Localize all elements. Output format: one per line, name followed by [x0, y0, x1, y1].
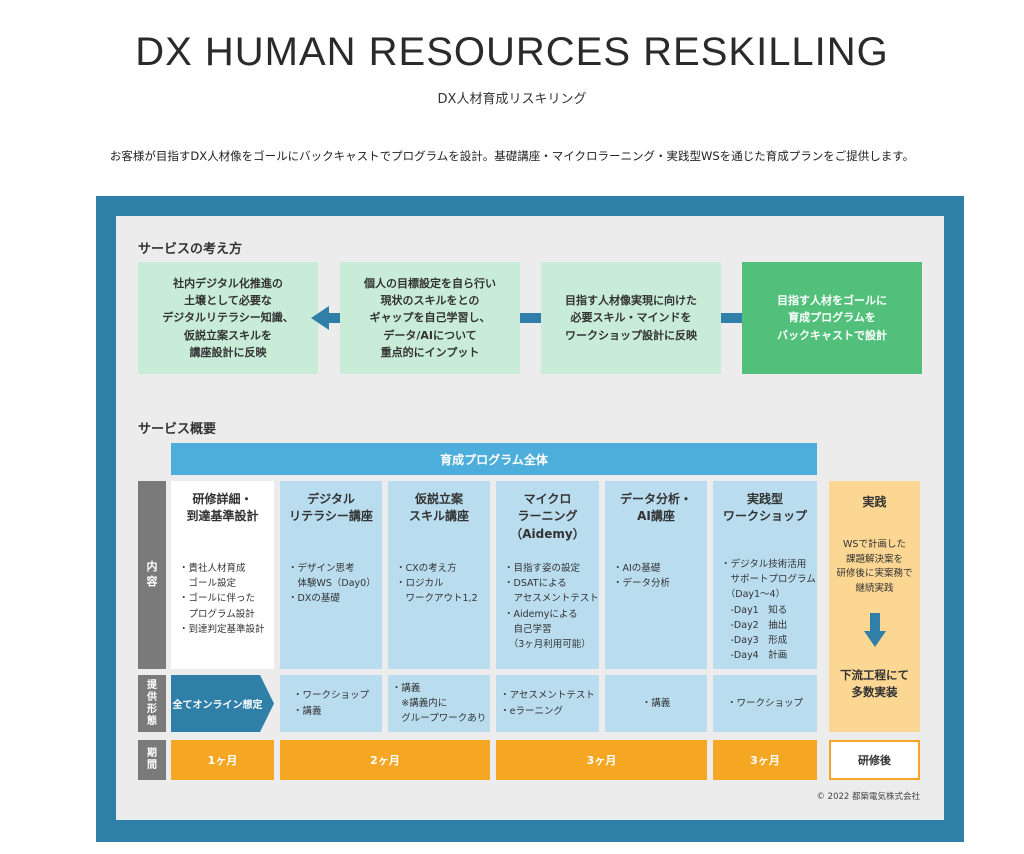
overall-program-bar: 育成プログラム全体: [171, 443, 817, 475]
delivery-text: ・ワークショップ: [726, 697, 803, 709]
delivery-online-arrow: 全てオンライン想定: [171, 675, 274, 732]
course-column: デジタル リテラシー講座 ・デザイン思考 体験WS（Day0） ・DXの基礎: [280, 481, 382, 669]
intro-text: お客様が目指すDX人材像をゴールにバックキャストでプログラムを設計。基礎講座・マ…: [109, 149, 915, 163]
course-items: ・AIの基礎 ・データ分析: [613, 561, 699, 591]
delivery-cell: ・ワークショップ ・講義: [280, 675, 382, 732]
connector-bar: [520, 313, 541, 323]
concept-box-literacy: 社内デジタル化推進の 土壌として必要な デジタルリテラシー知識、 仮説立案スキル…: [138, 262, 318, 374]
course-title: マイクロ ラーニング （Aidemy）: [510, 492, 585, 541]
concept-heading: サービスの考え方: [138, 242, 243, 257]
delivery-cell: ・講義: [605, 675, 707, 732]
course-item: ・デジタル技術活用 サポートプログラム （Day1〜4）: [721, 559, 816, 601]
period-2-months: 2ヶ月: [280, 740, 490, 780]
after-training-badge: 研修後: [829, 740, 920, 780]
course-item: ・デザイン思考 体験WS（Day0）: [288, 563, 376, 590]
course-item: ・ゴールに伴った プログラム設計: [179, 593, 256, 620]
course-items: ・デザイン思考 体験WS（Day0） ・DXの基礎: [288, 561, 376, 607]
course-item: ・貴社人材育成 ゴール設定: [179, 563, 246, 590]
course-items: ・貴社人材育成 ゴール設定 ・ゴールに伴った プログラム設計 ・到達判定基準設計: [179, 561, 266, 637]
practice-result: 下流工程にて 多数実装: [840, 668, 909, 699]
course-item: ・データ分析: [613, 578, 671, 590]
course-item: ・目指す姿の設定: [504, 563, 581, 574]
course-items: ・目指す姿の設定 ・DSATによる アセスメントテスト ・Aidemyによる 自…: [504, 561, 599, 652]
course-column: 研修詳細・ 到達基準設計 ・貴社人材育成 ゴール設定 ・ゴールに伴った プログラ…: [171, 481, 274, 669]
practice-description: WSで計画した 課題解決案を 研修後に実案務で 継続実践: [836, 539, 913, 595]
page-subtitle: DX人材育成リスキリング: [437, 92, 587, 107]
delivery-text: ・ワークショップ ・講義: [292, 690, 369, 717]
course-item: -Day1 知る: [721, 604, 788, 616]
concept-box-self-learning: 個人の目標設定を自ら行い 現状のスキルをとの ギャップを自己学習し、 データ/A…: [340, 262, 520, 374]
course-item: -Day4 計画: [721, 650, 788, 662]
concept-box-goal: 目指す人材をゴールに 育成プログラムを バックキャストで設計: [742, 262, 922, 374]
course-title: デジタル リテラシー講座: [289, 492, 373, 524]
row-label-delivery: 提 供 形 態: [138, 675, 166, 732]
course-column: 実践型 ワークショップ ・デジタル技術活用 サポートプログラム （Day1〜4）…: [713, 481, 817, 669]
course-item: -Day3 形成: [721, 634, 788, 646]
course-item: ・CXの考え方: [396, 563, 457, 574]
course-item: ・Aidemyによる 自己学習 （3ヶ月利用可能）: [504, 608, 591, 650]
course-item: ・ロジカル ワークアウト1,2: [396, 578, 478, 605]
copyright: © 2022 都築電気株式会社: [816, 792, 920, 802]
course-items: ・デジタル技術活用 サポートプログラム （Day1〜4） -Day1 知る -D…: [721, 557, 816, 663]
practice-column: 実践 WSで計画した 課題解決案を 研修後に実案務で 継続実践 下流工程にて 多…: [829, 481, 920, 732]
course-column: マイクロ ラーニング （Aidemy） ・目指す姿の設定 ・DSATによる アセ…: [496, 481, 599, 669]
course-column: データ分析・ AI講座 ・AIの基礎 ・データ分析: [605, 481, 707, 669]
period-3-months: 3ヶ月: [496, 740, 707, 780]
delivery-text: ・講義 ※講義内に グループワークあり: [391, 682, 487, 725]
course-item: ・DSATによる アセスメントテスト: [504, 578, 599, 605]
course-item: -Day2 抽出: [721, 619, 788, 631]
delivery-text: ・アセスメントテスト ・eラーニング: [500, 690, 595, 717]
period-1-month: 1ヶ月: [171, 740, 274, 780]
chevron-right-icon: [171, 675, 274, 732]
left-arrow-icon: [311, 306, 329, 330]
connector-bar: [721, 313, 742, 323]
course-item: ・AIの基礎: [613, 563, 661, 574]
delivery-text: ・講義: [641, 697, 671, 709]
concept-box-workshop: 目指す人材像実現に向けた 必要スキル・マインドを ワークショップ設計に反映: [541, 262, 721, 374]
course-title: 実践型 ワークショップ: [722, 492, 807, 524]
course-item: ・DXの基礎: [288, 593, 340, 605]
delivery-cell: ・アセスメントテスト ・eラーニング: [496, 675, 599, 732]
overview-heading: サービス概要: [138, 422, 217, 437]
page-title: DX HUMAN RESOURCES RESKILLING: [135, 30, 889, 74]
course-title: 研修詳細・ 到達基準設計: [186, 492, 259, 524]
delivery-cell: ・講義 ※講義内に グループワークあり: [388, 675, 490, 732]
delivery-cell: ・ワークショップ: [713, 675, 817, 732]
practice-title: 実践: [862, 495, 887, 509]
course-column: 仮説立案 スキル講座 ・CXの考え方 ・ロジカル ワークアウト1,2: [388, 481, 490, 669]
down-arrow-icon: [864, 613, 886, 647]
course-title: データ分析・ AI講座: [619, 492, 692, 524]
row-label-period: 期 間: [138, 740, 166, 780]
course-items: ・CXの考え方 ・ロジカル ワークアウト1,2: [396, 561, 482, 607]
course-item: ・到達判定基準設計: [179, 623, 265, 635]
row-label-content: 内 容: [138, 481, 166, 669]
period-3-months-ws: 3ヶ月: [713, 740, 817, 780]
arrow-shaft: [324, 313, 340, 323]
course-title: 仮説立案 スキル講座: [408, 492, 469, 524]
delivery-online-label: 全てオンライン想定: [172, 700, 263, 711]
